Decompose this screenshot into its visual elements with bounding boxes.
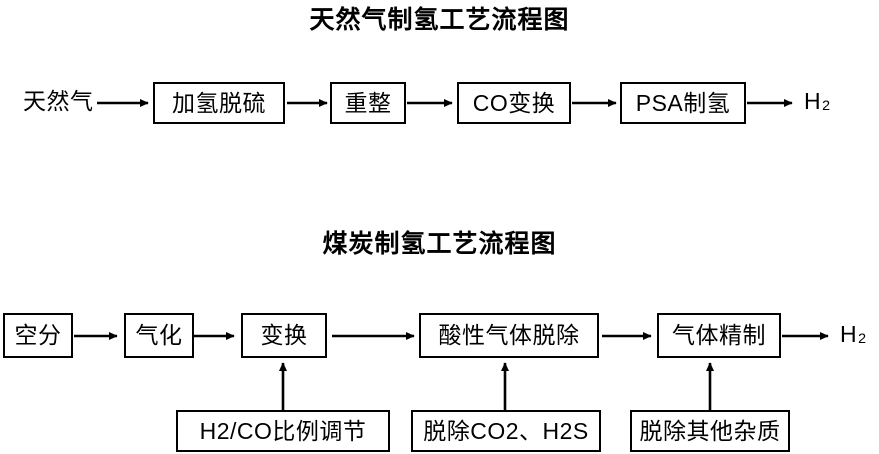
node-hydro-desulfurization[interactable]: 加氢脱硫 <box>153 82 285 124</box>
node-label: 酸性气体脱除 <box>438 322 580 348</box>
node-gasification[interactable]: 气化 <box>124 313 194 358</box>
node-label: 变换 <box>260 322 308 348</box>
node-air-separation[interactable]: 空分 <box>3 313 73 358</box>
node-remove-co2-h2s[interactable]: 脱除CO2、H2S <box>411 410 601 452</box>
node-psa-hydrogen[interactable]: PSA制氢 <box>620 82 746 124</box>
page-title-natural-gas: 天然气制氢工艺流程图 <box>309 6 570 34</box>
node-label: 空分 <box>14 322 62 348</box>
node-co-shift[interactable]: CO变换 <box>457 82 571 124</box>
node-h2-co-ratio-adjust[interactable]: H2/CO比例调节 <box>176 410 390 452</box>
node-label: 加氢脱硫 <box>172 89 266 116</box>
node-acid-gas-removal[interactable]: 酸性气体脱除 <box>419 313 599 358</box>
node-shift-conversion[interactable]: 变换 <box>241 313 327 358</box>
output-h2-subscript: 2 <box>822 98 831 115</box>
output-h2-symbol: H <box>804 88 822 114</box>
node-label: H2/CO比例调节 <box>199 417 367 444</box>
node-label: 重整 <box>344 89 392 116</box>
node-label: 气体精制 <box>672 322 766 348</box>
input-label-natural-gas: 天然气 <box>23 88 94 114</box>
node-label: PSA制氢 <box>635 89 731 116</box>
output-h2-subscript: 2 <box>858 331 867 348</box>
node-gas-purification[interactable]: 气体精制 <box>657 313 781 358</box>
node-label: 脱除其他杂质 <box>639 417 781 444</box>
node-label: 气化 <box>135 322 183 348</box>
node-label: CO变换 <box>472 89 556 116</box>
node-remove-other-impurities[interactable]: 脱除其他杂质 <box>630 410 790 452</box>
node-label: 脱除CO2、H2S <box>423 417 589 444</box>
page-title-coal: 煤炭制氢工艺流程图 <box>322 230 557 258</box>
node-reforming[interactable]: 重整 <box>330 82 406 124</box>
output-h2-symbol: H <box>840 321 858 347</box>
